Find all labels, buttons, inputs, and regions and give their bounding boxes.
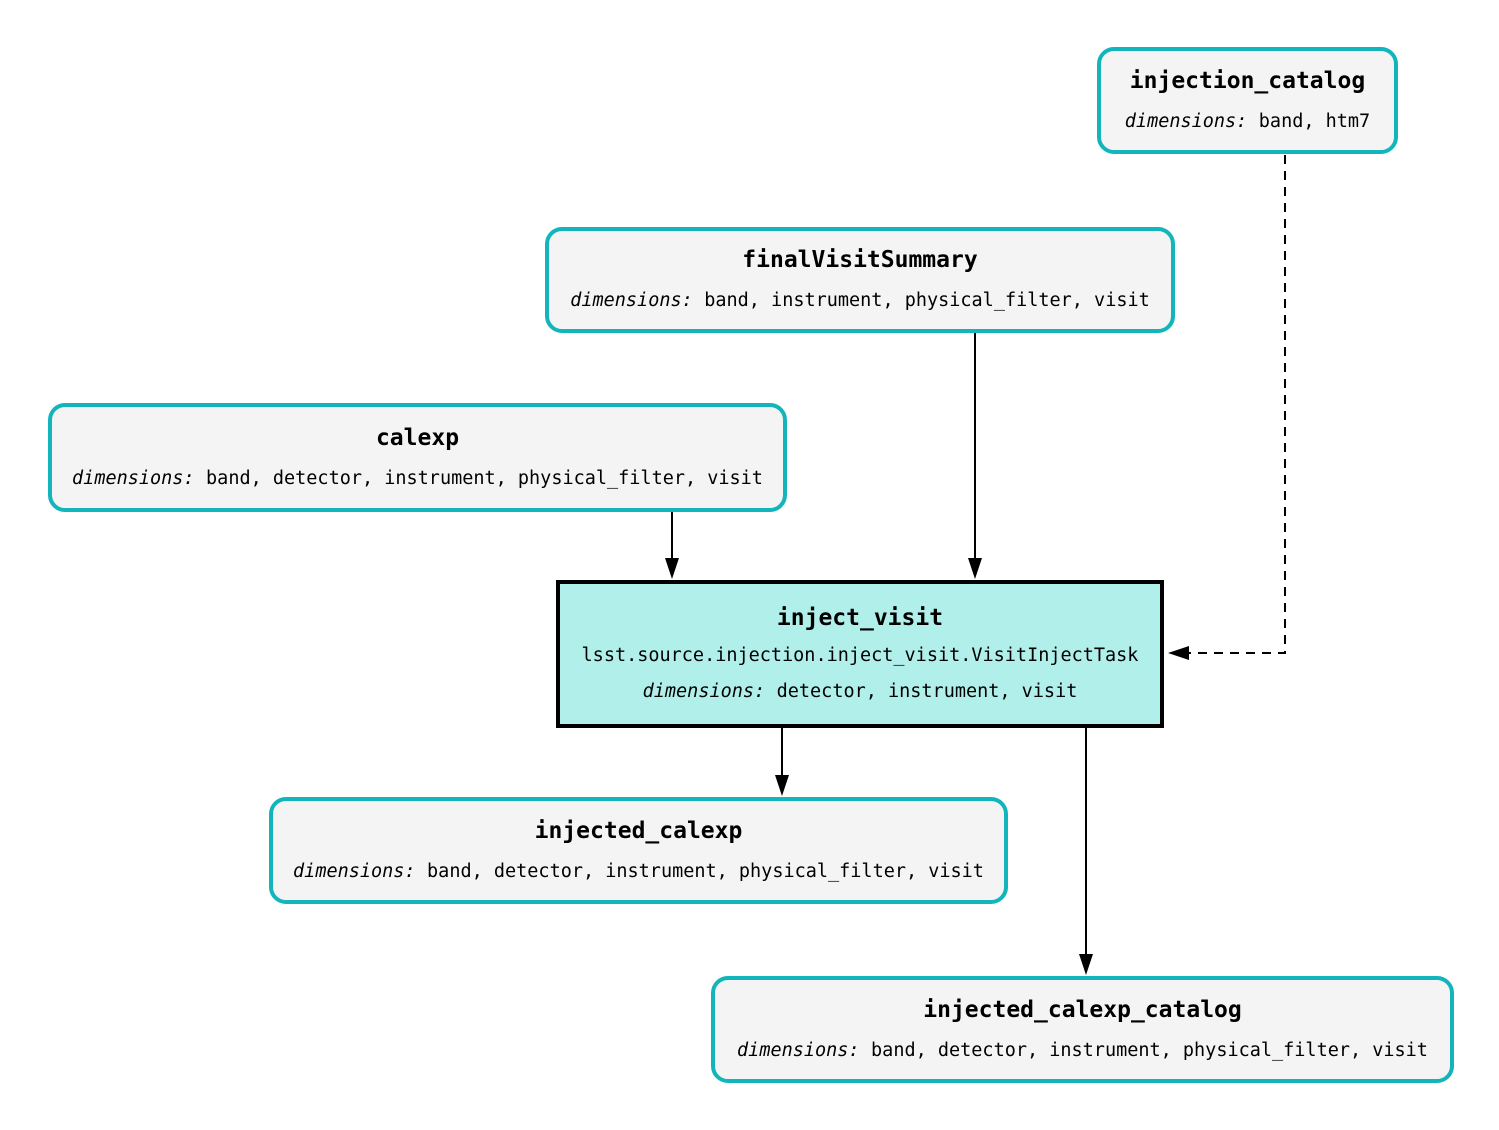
node-inject-visit-title: inject_visit <box>776 605 944 631</box>
node-finalvisitsummary-title: finalVisitSummary <box>742 247 978 274</box>
edge-inject-visit-to-injected-calexp-arrowhead <box>775 775 789 796</box>
dimensions-label: dimensions: <box>293 860 416 882</box>
dimensions-label: dimensions: <box>737 1039 860 1061</box>
node-injected-calexp: injected_calexp dimensions: band, detecto… <box>269 797 1008 904</box>
node-calexp-title: calexp <box>375 424 460 451</box>
dimensions-label: dimensions: <box>570 290 693 312</box>
dimensions-label: dimensions: <box>642 680 766 702</box>
node-inject-visit-task-class: lsst.source.injection.inject_visit.Visit… <box>581 645 1139 666</box>
node-injection-catalog: injection_catalog dimensions: band, htm7 <box>1097 47 1398 154</box>
dimensions-label: dimensions: <box>1124 110 1248 132</box>
node-injection-catalog-dimensions: dimensions: band, htm7 <box>1124 110 1371 132</box>
node-finalvisitsummary: finalVisitSummary dimensions: band, instr… <box>545 227 1175 333</box>
node-calexp: calexp dimensions: band, detector, instru… <box>48 403 787 512</box>
node-inject-visit-task: inject_visit lsst.source.injection.injec… <box>556 580 1164 728</box>
edge-injection-catalog-to-inject-visit <box>1187 155 1286 654</box>
dimensions-value: band, detector, instrument, physical_fil… <box>871 1039 1428 1061</box>
dimensions-value: detector, instrument, visit <box>776 680 1078 702</box>
dimensions-value: band, htm7 <box>1258 110 1371 132</box>
dimensions-value: band, detector, instrument, physical_fil… <box>206 467 763 489</box>
dimensions-value: band, instrument, physical_filter, visit <box>704 290 1150 312</box>
node-injected-calexp-dimensions: dimensions: band, detector, instrument, p… <box>293 860 984 882</box>
node-injection-catalog-title: injection_catalog <box>1129 67 1366 94</box>
node-injected-calexp-catalog-dimensions: dimensions: band, detector, instrument, p… <box>737 1039 1428 1061</box>
node-inject-visit-dimensions: dimensions: detector, instrument, visit <box>642 680 1078 702</box>
edge-inject-visit-to-injected-calexp-catalog-arrowhead <box>1079 954 1093 975</box>
edge-injection-catalog-to-inject-visit-arrowhead <box>1168 646 1189 660</box>
node-finalvisitsummary-dimensions: dimensions: band, instrument, physical_fi… <box>570 292 1150 311</box>
node-injected-calexp-title: injected_calexp <box>534 817 743 844</box>
dimensions-value: band, detector, instrument, physical_fil… <box>427 860 984 882</box>
edge-finalvisitsummary-to-inject-visit-arrowhead <box>968 558 982 579</box>
node-injected-calexp-catalog: injected_calexp_catalog dimensions: band,… <box>711 976 1454 1083</box>
edge-calexp-to-inject-visit-arrowhead <box>665 558 679 579</box>
node-injected-calexp-catalog-title: injected_calexp_catalog <box>923 996 1242 1023</box>
node-calexp-dimensions: dimensions: band, detector, instrument, p… <box>72 467 763 489</box>
dimensions-label: dimensions: <box>72 467 195 489</box>
